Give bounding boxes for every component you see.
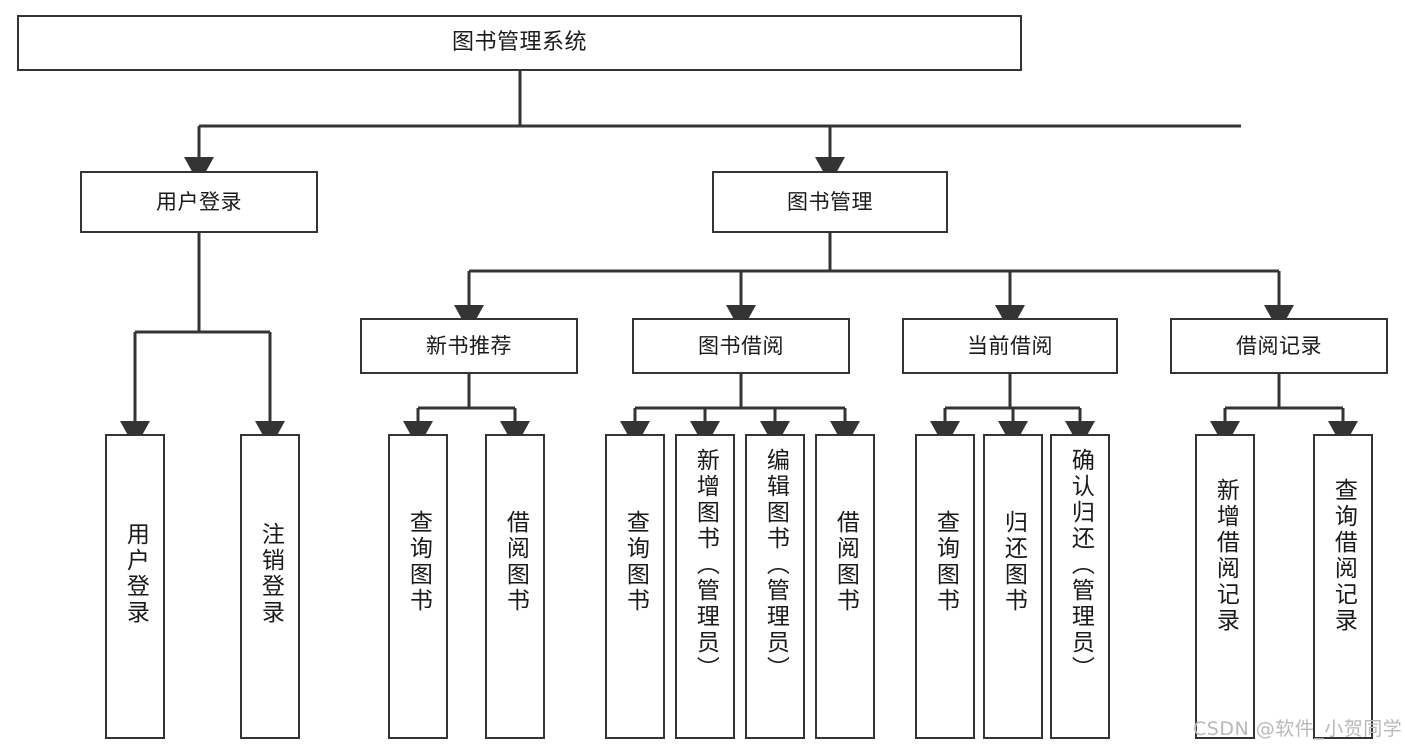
node-leaf-user-login[interactable]: 用户登录 [105, 434, 165, 739]
node-user-login-label: 用户登录 [156, 189, 242, 214]
node-leaf-borrow-book-borrow[interactable]: 借阅图书 [815, 434, 875, 739]
node-leaf-query-book-recommend-label: 查询图书 [405, 510, 432, 614]
node-leaf-add-book-admin-label: 新增图书（管理员） [692, 448, 719, 682]
node-new-book-recommend-label: 新书推荐 [426, 333, 512, 358]
node-book-management[interactable]: 图书管理 [712, 171, 948, 233]
node-leaf-query-book-borrow[interactable]: 查询图书 [605, 434, 665, 739]
node-leaf-borrow-book-recommend-label: 借阅图书 [502, 510, 529, 614]
node-leaf-return-book-label: 归还图书 [1000, 510, 1027, 614]
node-borrow-record[interactable]: 借阅记录 [1170, 318, 1388, 374]
node-borrow-record-label: 借阅记录 [1236, 333, 1322, 358]
node-leaf-confirm-return-admin[interactable]: 确认归还（管理员） [1050, 434, 1110, 739]
node-root[interactable]: 图书管理系统 [17, 15, 1022, 71]
node-book-borrow[interactable]: 图书借阅 [632, 318, 850, 374]
node-current-borrow-label: 当前借阅 [967, 333, 1053, 358]
node-book-management-label: 图书管理 [787, 189, 873, 214]
node-current-borrow[interactable]: 当前借阅 [902, 318, 1118, 374]
node-leaf-add-borrow-record[interactable]: 新增借阅记录 [1195, 434, 1255, 739]
node-leaf-return-book[interactable]: 归还图书 [983, 434, 1043, 739]
node-leaf-confirm-return-admin-label: 确认归还（管理员） [1067, 448, 1094, 682]
node-leaf-query-book-borrow-label: 查询图书 [622, 510, 649, 614]
node-book-borrow-label: 图书借阅 [698, 333, 784, 358]
node-user-login[interactable]: 用户登录 [80, 171, 318, 233]
node-leaf-user-logout[interactable]: 注销登录 [240, 434, 300, 739]
node-new-book-recommend[interactable]: 新书推荐 [360, 318, 578, 374]
node-leaf-add-borrow-record-label: 新增借阅记录 [1212, 478, 1239, 634]
watermark-text: CSDN @软件_小贺同学 [1193, 718, 1403, 740]
node-leaf-edit-book-admin-label: 编辑图书（管理员） [762, 448, 789, 682]
node-leaf-borrow-book-borrow-label: 借阅图书 [832, 510, 859, 614]
node-leaf-query-book-recommend[interactable]: 查询图书 [388, 434, 448, 739]
node-root-label: 图书管理系统 [451, 30, 587, 56]
node-leaf-edit-book-admin[interactable]: 编辑图书（管理员） [745, 434, 805, 739]
node-leaf-query-book-current[interactable]: 查询图书 [915, 434, 975, 739]
node-leaf-query-book-current-label: 查询图书 [932, 510, 959, 614]
node-leaf-borrow-book-recommend[interactable]: 借阅图书 [485, 434, 545, 739]
node-leaf-add-book-admin[interactable]: 新增图书（管理员） [675, 434, 735, 739]
node-leaf-user-logout-label: 注销登录 [257, 522, 284, 626]
node-leaf-query-borrow-record-label: 查询借阅记录 [1330, 478, 1357, 634]
node-leaf-query-borrow-record[interactable]: 查询借阅记录 [1313, 434, 1373, 739]
node-leaf-user-login-label: 用户登录 [122, 522, 149, 626]
